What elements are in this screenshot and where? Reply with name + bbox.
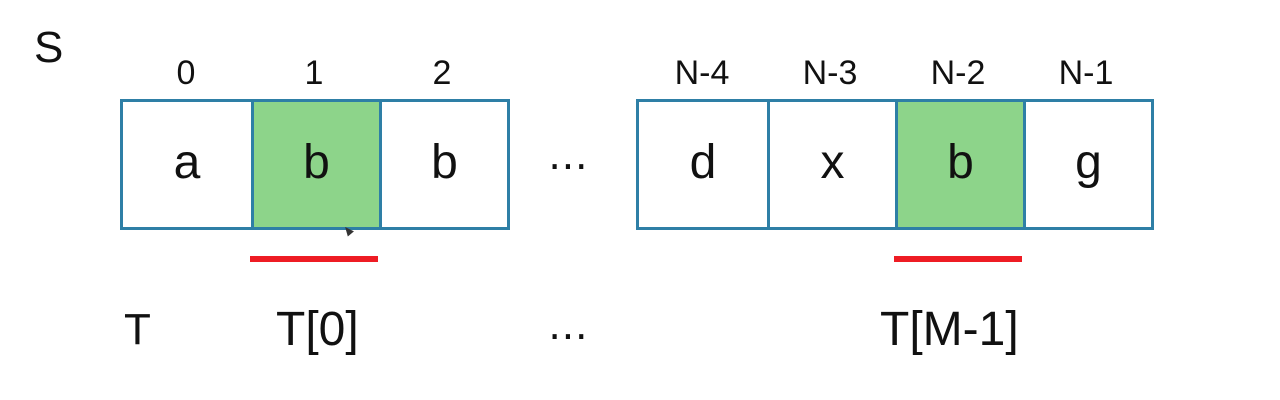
cell-value: d: [689, 136, 717, 189]
cell-value: b: [431, 136, 458, 189]
index-label: 2: [432, 54, 452, 92]
ellipsis: ⋯: [548, 144, 590, 188]
string-s-label: S: [34, 23, 64, 72]
match-underline: [894, 256, 1022, 262]
cell-value: b: [947, 136, 974, 189]
array-cell: a: [123, 102, 251, 227]
index-label: 1: [304, 54, 324, 92]
array-s-right-segment: d x b g: [636, 99, 1154, 230]
string-t-label: T: [124, 305, 151, 354]
array-cell: x: [767, 102, 895, 227]
cell-value: b: [303, 136, 330, 189]
index-label: 0: [176, 54, 196, 92]
match-underline: [250, 256, 378, 262]
index-label: N-1: [1058, 54, 1114, 92]
ellipsis: ⋯: [548, 314, 590, 358]
index-label: N-2: [930, 54, 986, 92]
t-first-label: T[0]: [276, 303, 359, 356]
cell-value: g: [1075, 136, 1102, 189]
array-cell-highlighted: b: [895, 102, 1023, 227]
array-s-left-segment: a b b: [120, 99, 510, 230]
array-cell: d: [639, 102, 767, 227]
array-cell: b: [379, 102, 507, 227]
t-last-label: T[M-1]: [880, 303, 1019, 356]
cell-value: a: [173, 136, 201, 189]
array-cell-highlighted: b: [251, 102, 379, 227]
index-label: N-4: [674, 54, 730, 92]
cell-value: x: [820, 136, 845, 189]
array-cell: g: [1023, 102, 1151, 227]
index-label: N-3: [802, 54, 858, 92]
